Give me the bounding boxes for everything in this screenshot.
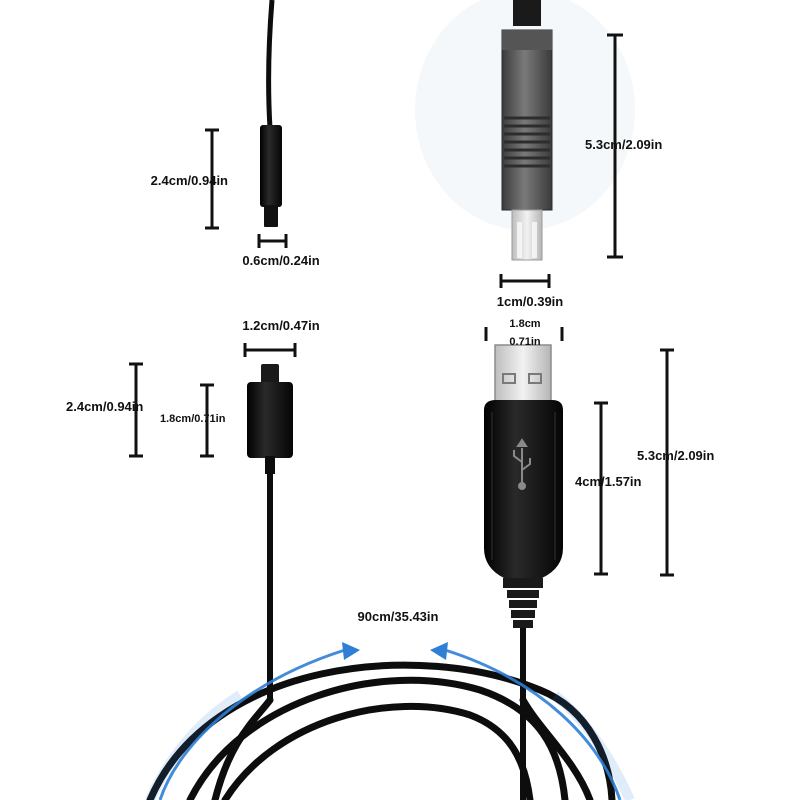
- micro-total-label: 2.4cm/0.94in: [66, 399, 144, 414]
- usb-a-body-label: 4cm/1.57in: [575, 474, 642, 489]
- usb-a-total-dimension: [660, 348, 674, 577]
- micro-body-dimension: [200, 383, 214, 458]
- micro-usb-connector: [247, 364, 293, 700]
- dc-tip-length-label: 2.4cm/0.94in: [150, 173, 228, 188]
- usb-a-width-label-in: 0.71in: [509, 336, 541, 348]
- cable-length-label: 90cm/35.43in: [357, 609, 439, 624]
- micro-total-dimension: [129, 362, 143, 458]
- usb-a-width-dimension: [484, 327, 564, 341]
- dc-tip-length-dimension: [205, 128, 219, 230]
- usb-b-length-label: 5.3cm/2.09in: [585, 137, 663, 152]
- usb-b-connector: [415, 0, 635, 261]
- dc-tip-width-label: 0.6cm/0.24in: [242, 253, 320, 268]
- cable-length-arrows: [145, 642, 635, 800]
- usb-a-body-dimension: [594, 401, 608, 576]
- usb-b-width-dimension: [499, 274, 551, 288]
- usb-a-total-label: 5.3cm/2.09in: [637, 448, 715, 463]
- micro-width-dimension: [243, 343, 297, 357]
- usb-b-width-label: 1cm/0.39in: [496, 294, 564, 309]
- usb-b-length-dimension: [607, 33, 623, 259]
- dc-tip-width-dimension: [257, 234, 288, 248]
- dc-barrel-connector: [260, 0, 282, 227]
- micro-body-label: 1.8cm/0.71in: [160, 413, 226, 425]
- usb-a-width-label-cm: 1.8cm: [509, 318, 541, 330]
- micro-width-label: 1.2cm/0.47in: [242, 318, 320, 333]
- usb-trident-icon: [513, 438, 531, 490]
- cable-coil: [146, 661, 616, 800]
